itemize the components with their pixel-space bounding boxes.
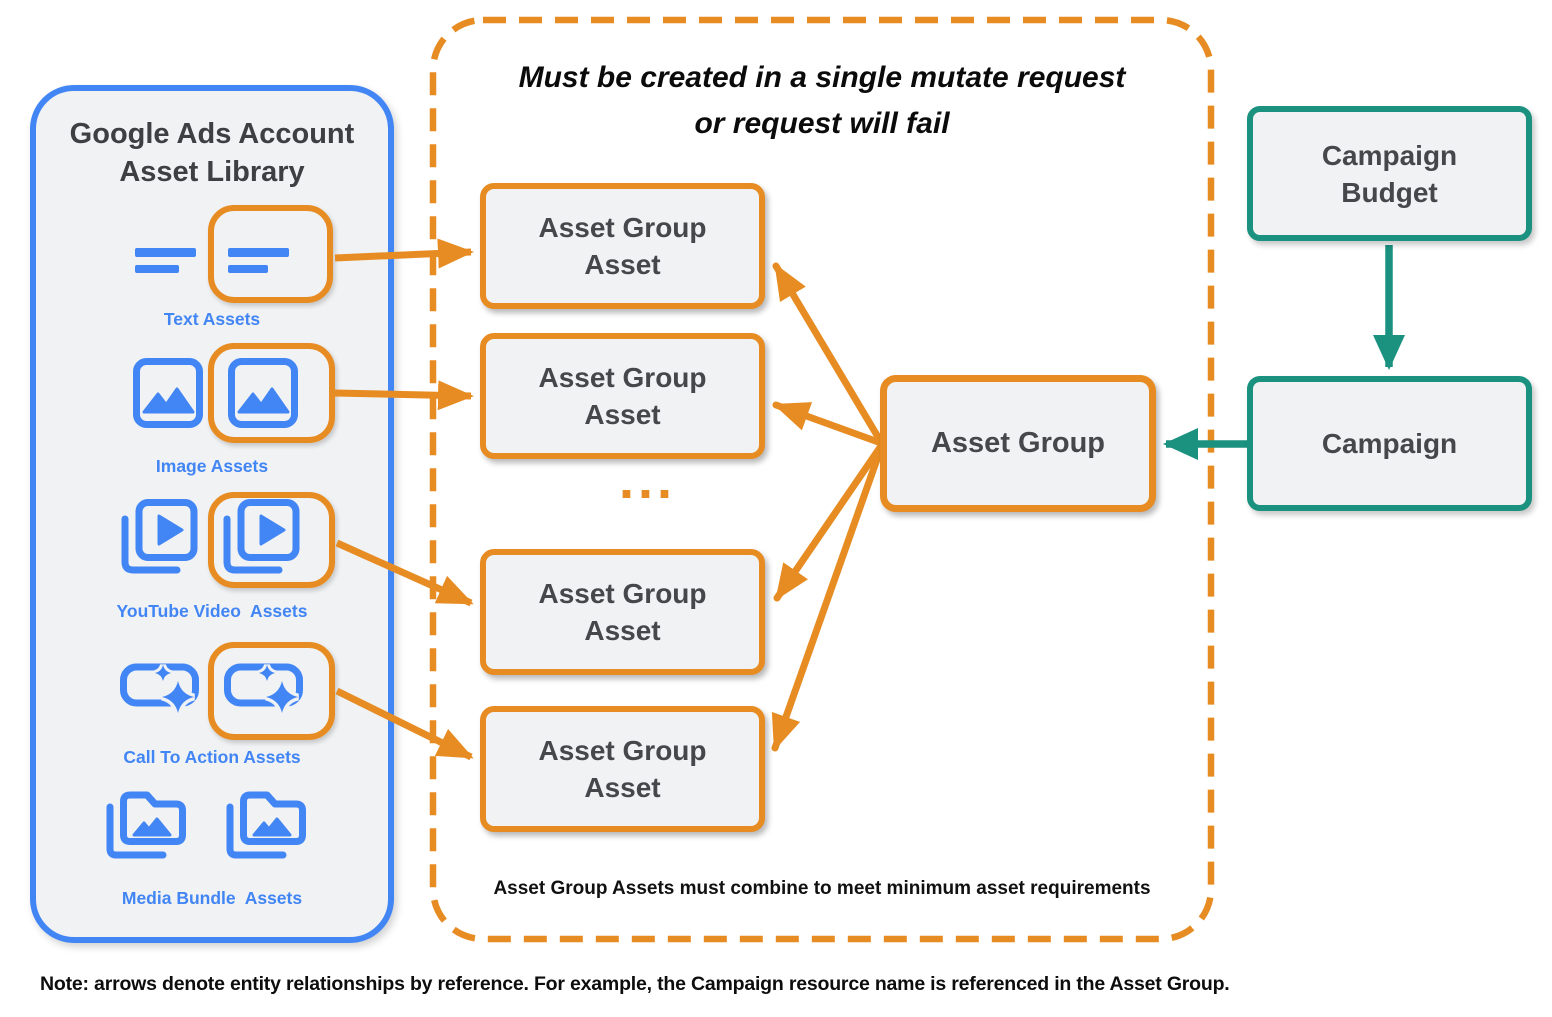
text-asset-icon	[228, 247, 290, 274]
reference-note: Note: arrows denote entity relationships…	[40, 973, 1230, 995]
image-assets-label: Image Assets	[155, 456, 269, 476]
call-to-action-asset-icon	[224, 661, 310, 719]
campaign-budget-box: Campaign Budget	[1247, 106, 1532, 241]
image-asset-highlight-box	[208, 343, 335, 443]
arrow-asset-group-to-asset-group-asset-3	[773, 442, 885, 602]
mutate-request-footer: Asset Group Assets must combine to meet …	[493, 878, 1151, 899]
media-bundle-asset-icon	[103, 785, 189, 861]
asset-group-asset-box-2: Asset Group Asset	[480, 333, 765, 459]
asset-group-asset-box-4: Asset Group Asset	[480, 706, 765, 832]
image-asset-icon	[228, 358, 298, 428]
asset-group-asset-ellipsis: ...	[618, 450, 676, 510]
arrow-asset-group-to-asset-group-asset-4	[771, 444, 885, 752]
youtube-video-asset-icon	[220, 499, 300, 577]
arrow-asset-group-to-asset-group-asset-1	[772, 262, 885, 446]
youtube-video-assets-label: YouTube Video Assets	[116, 601, 308, 621]
asset-library-title: Google Ads Account Asset Library	[69, 118, 355, 188]
youtube-video-asset-highlight-box	[208, 492, 335, 588]
asset-group-box: Asset Group	[880, 375, 1156, 512]
media-bundle-asset-icon	[223, 785, 309, 861]
asset-library-panel: Google Ads Account Asset Library Text As…	[30, 85, 394, 943]
call-to-action-asset-highlight-box	[208, 642, 335, 740]
call-to-action-assets-label: Call To Action Assets	[123, 747, 301, 767]
media-bundle-assets-label: Media Bundle Assets	[121, 888, 303, 908]
arrow-asset-group-to-asset-group-asset-2	[772, 401, 885, 447]
mutate-request-title: Must be created in a single mutate reque…	[433, 55, 1211, 147]
mutate-request-title-line2: or request will fail	[694, 107, 950, 140]
text-assets-label: Text Assets	[163, 309, 261, 329]
mutate-request-title-line1: Must be created in a single mutate reque…	[518, 61, 1126, 94]
call-to-action-asset-icon	[120, 661, 206, 719]
campaign-box: Campaign	[1247, 376, 1532, 511]
asset-group-asset-box-1: Asset Group Asset	[480, 183, 765, 309]
asset-group-asset-box-3: Asset Group Asset	[480, 549, 765, 675]
text-asset-icon	[135, 247, 197, 274]
text-asset-highlight-box	[208, 205, 333, 303]
image-asset-icon	[133, 358, 203, 428]
youtube-video-asset-icon	[118, 499, 198, 577]
